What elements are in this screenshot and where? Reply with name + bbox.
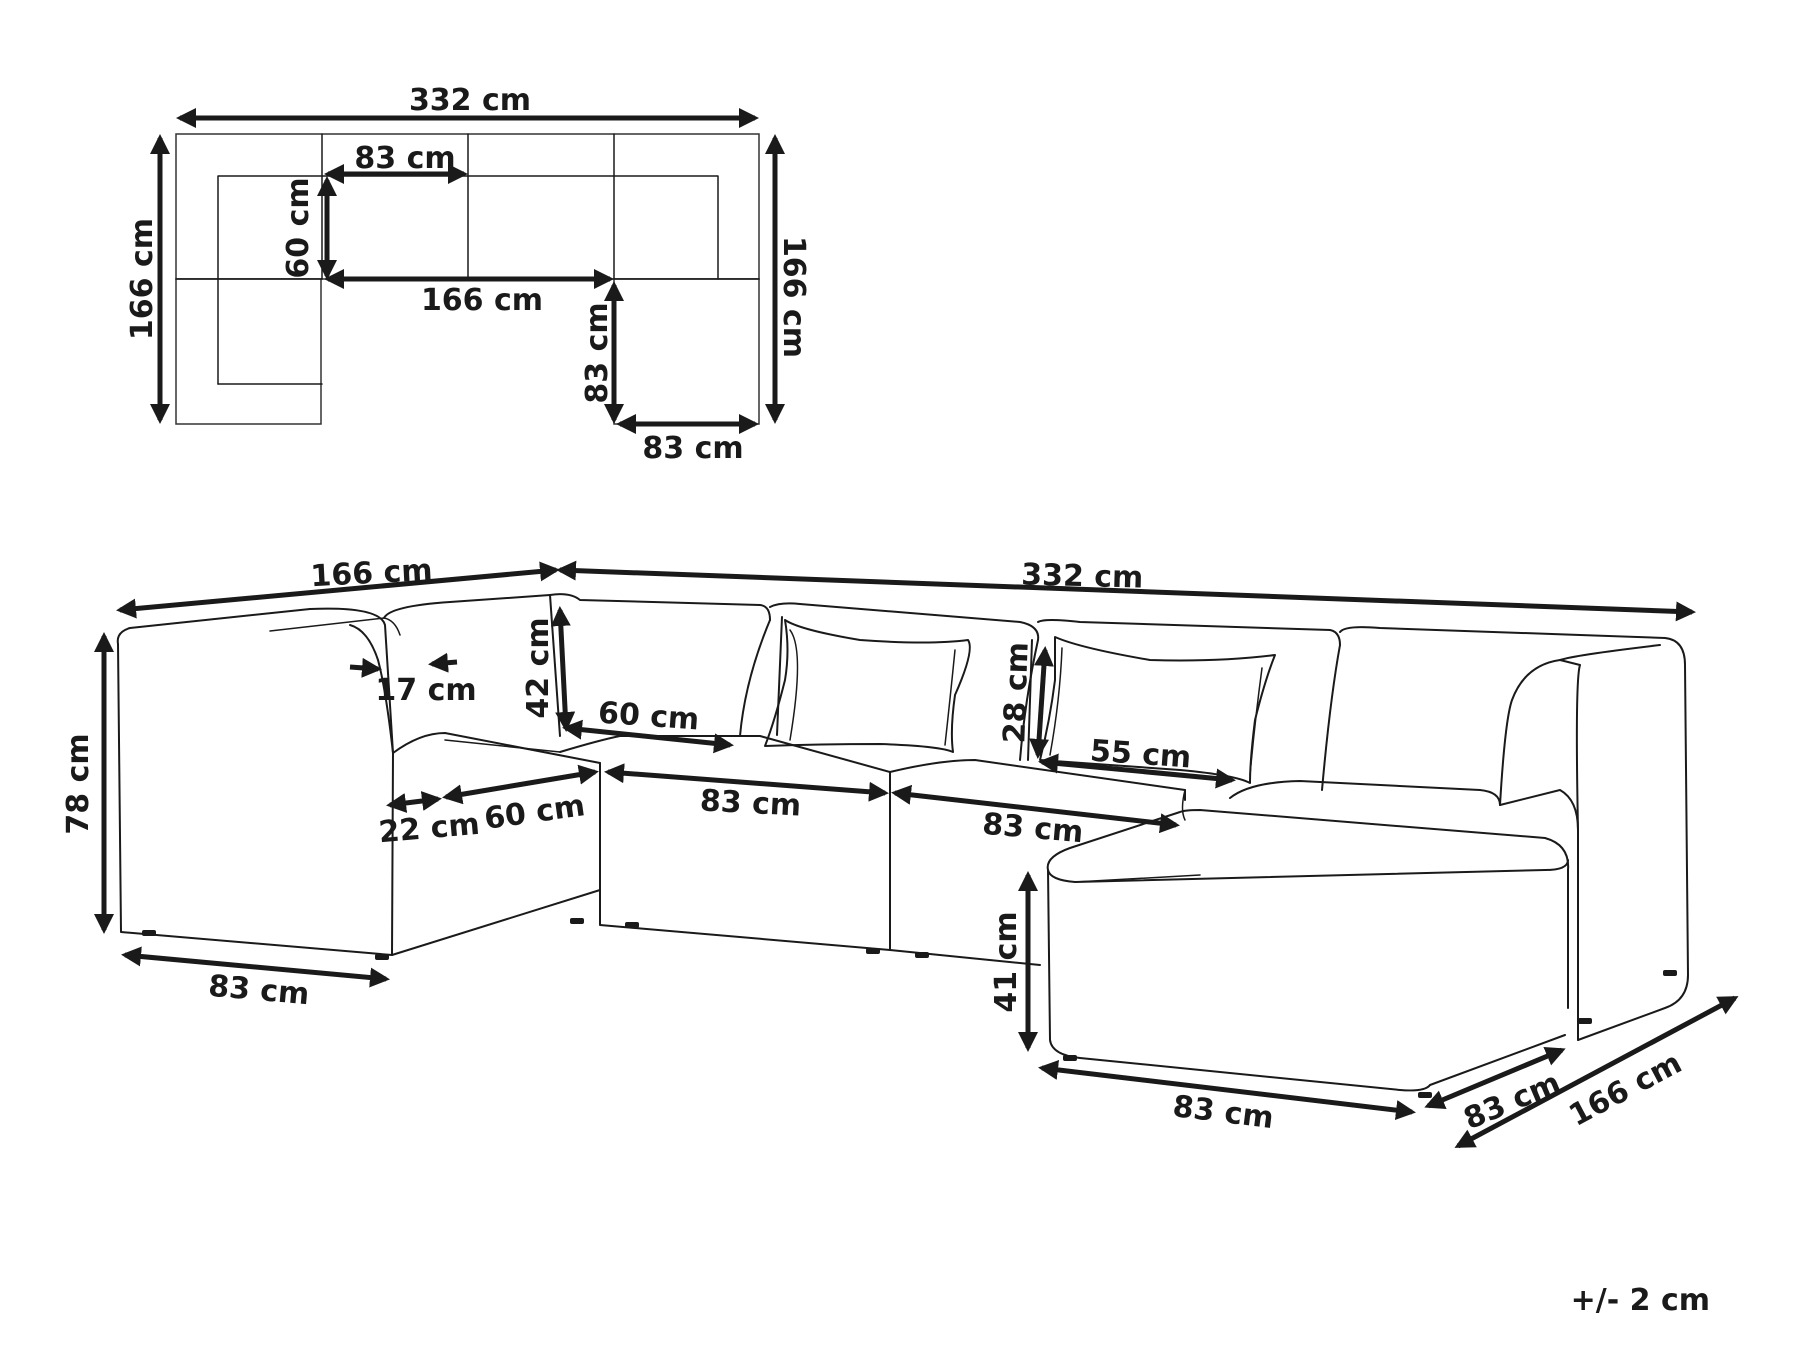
plan-chaise-depth-label: 83 cm: [580, 302, 615, 403]
armrest-arrow-left: [349, 657, 382, 678]
plan-depth-left-label: 166 cm: [125, 218, 160, 340]
plan-outline: [175, 133, 760, 425]
cushion-left: [764, 619, 971, 753]
plan-depth-right-label: 166 cm: [776, 236, 811, 358]
right-corner-module: [1037, 619, 1689, 1041]
chaise-width-arrow: [1038, 1059, 1416, 1121]
cushion-height-label: 28 cm: [997, 641, 1036, 743]
seat-depth-b-arrow: [442, 764, 599, 805]
tolerance-note: +/- 2 cm: [1571, 1283, 1710, 1318]
module-width-a-label: 83 cm: [699, 783, 802, 823]
seat-depth-c-arrow: [1038, 753, 1236, 789]
armrest-width-label: 17 cm: [375, 673, 476, 708]
plan-seat-depth-label: 60 cm: [281, 177, 316, 278]
left-width-arrow: [116, 561, 560, 619]
left-width-label: 166 cm: [310, 553, 434, 594]
seat-depth-b-label: 60 cm: [482, 788, 587, 837]
seat-depth-c-label: 55 cm: [1089, 734, 1192, 776]
seat-depth-a-arrow: [562, 719, 734, 754]
plan-seat-width-label: 83 cm: [354, 141, 455, 176]
module-width-b-arrow: [891, 784, 1180, 834]
height-label: 78 cm: [61, 733, 96, 834]
middle-module-1: [549, 593, 891, 951]
plan-chaise-width-label: 83 cm: [642, 431, 743, 466]
plan-inner-width-label: 166 cm: [421, 283, 543, 318]
perspective-view: 166 cm 332 cm 78 cm 17 cm 42 cm 60 cm 22…: [61, 553, 1739, 1149]
right-depth-arrow: [1454, 995, 1739, 1149]
module-width-b-label: 83 cm: [981, 807, 1085, 851]
back-width-label: 332 cm: [1021, 557, 1144, 595]
module-width-a-arrow: [604, 763, 889, 802]
backrest-height-label: 42 cm: [521, 617, 556, 718]
seat-depth-a-label: 60 cm: [597, 696, 700, 738]
sofa-feet: [142, 918, 1677, 1098]
plan-overall-width-label: 332 cm: [409, 83, 531, 118]
armrest-arrow-right: [428, 652, 458, 673]
armrest-depth-arrow: [386, 791, 442, 813]
top-view-plan: 332 cm 166 cm 166 cm 83 cm 60 cm 166 cm …: [125, 83, 811, 466]
left-base-width-arrow: [121, 946, 390, 988]
backrest-height-arrow: [550, 606, 576, 732]
chaise-depth-label: 83 cm: [1459, 1065, 1566, 1137]
chaise-ottoman: [1046, 809, 1570, 1092]
seat-height-label: 41 cm: [989, 911, 1024, 1012]
armrest-depth-label: 22 cm: [377, 807, 481, 851]
middle-module-2: [769, 602, 1186, 966]
left-base-width-label: 83 cm: [207, 969, 311, 1013]
back-width-arrow: [556, 560, 1696, 622]
cushion-height-arrow: [1029, 646, 1054, 759]
